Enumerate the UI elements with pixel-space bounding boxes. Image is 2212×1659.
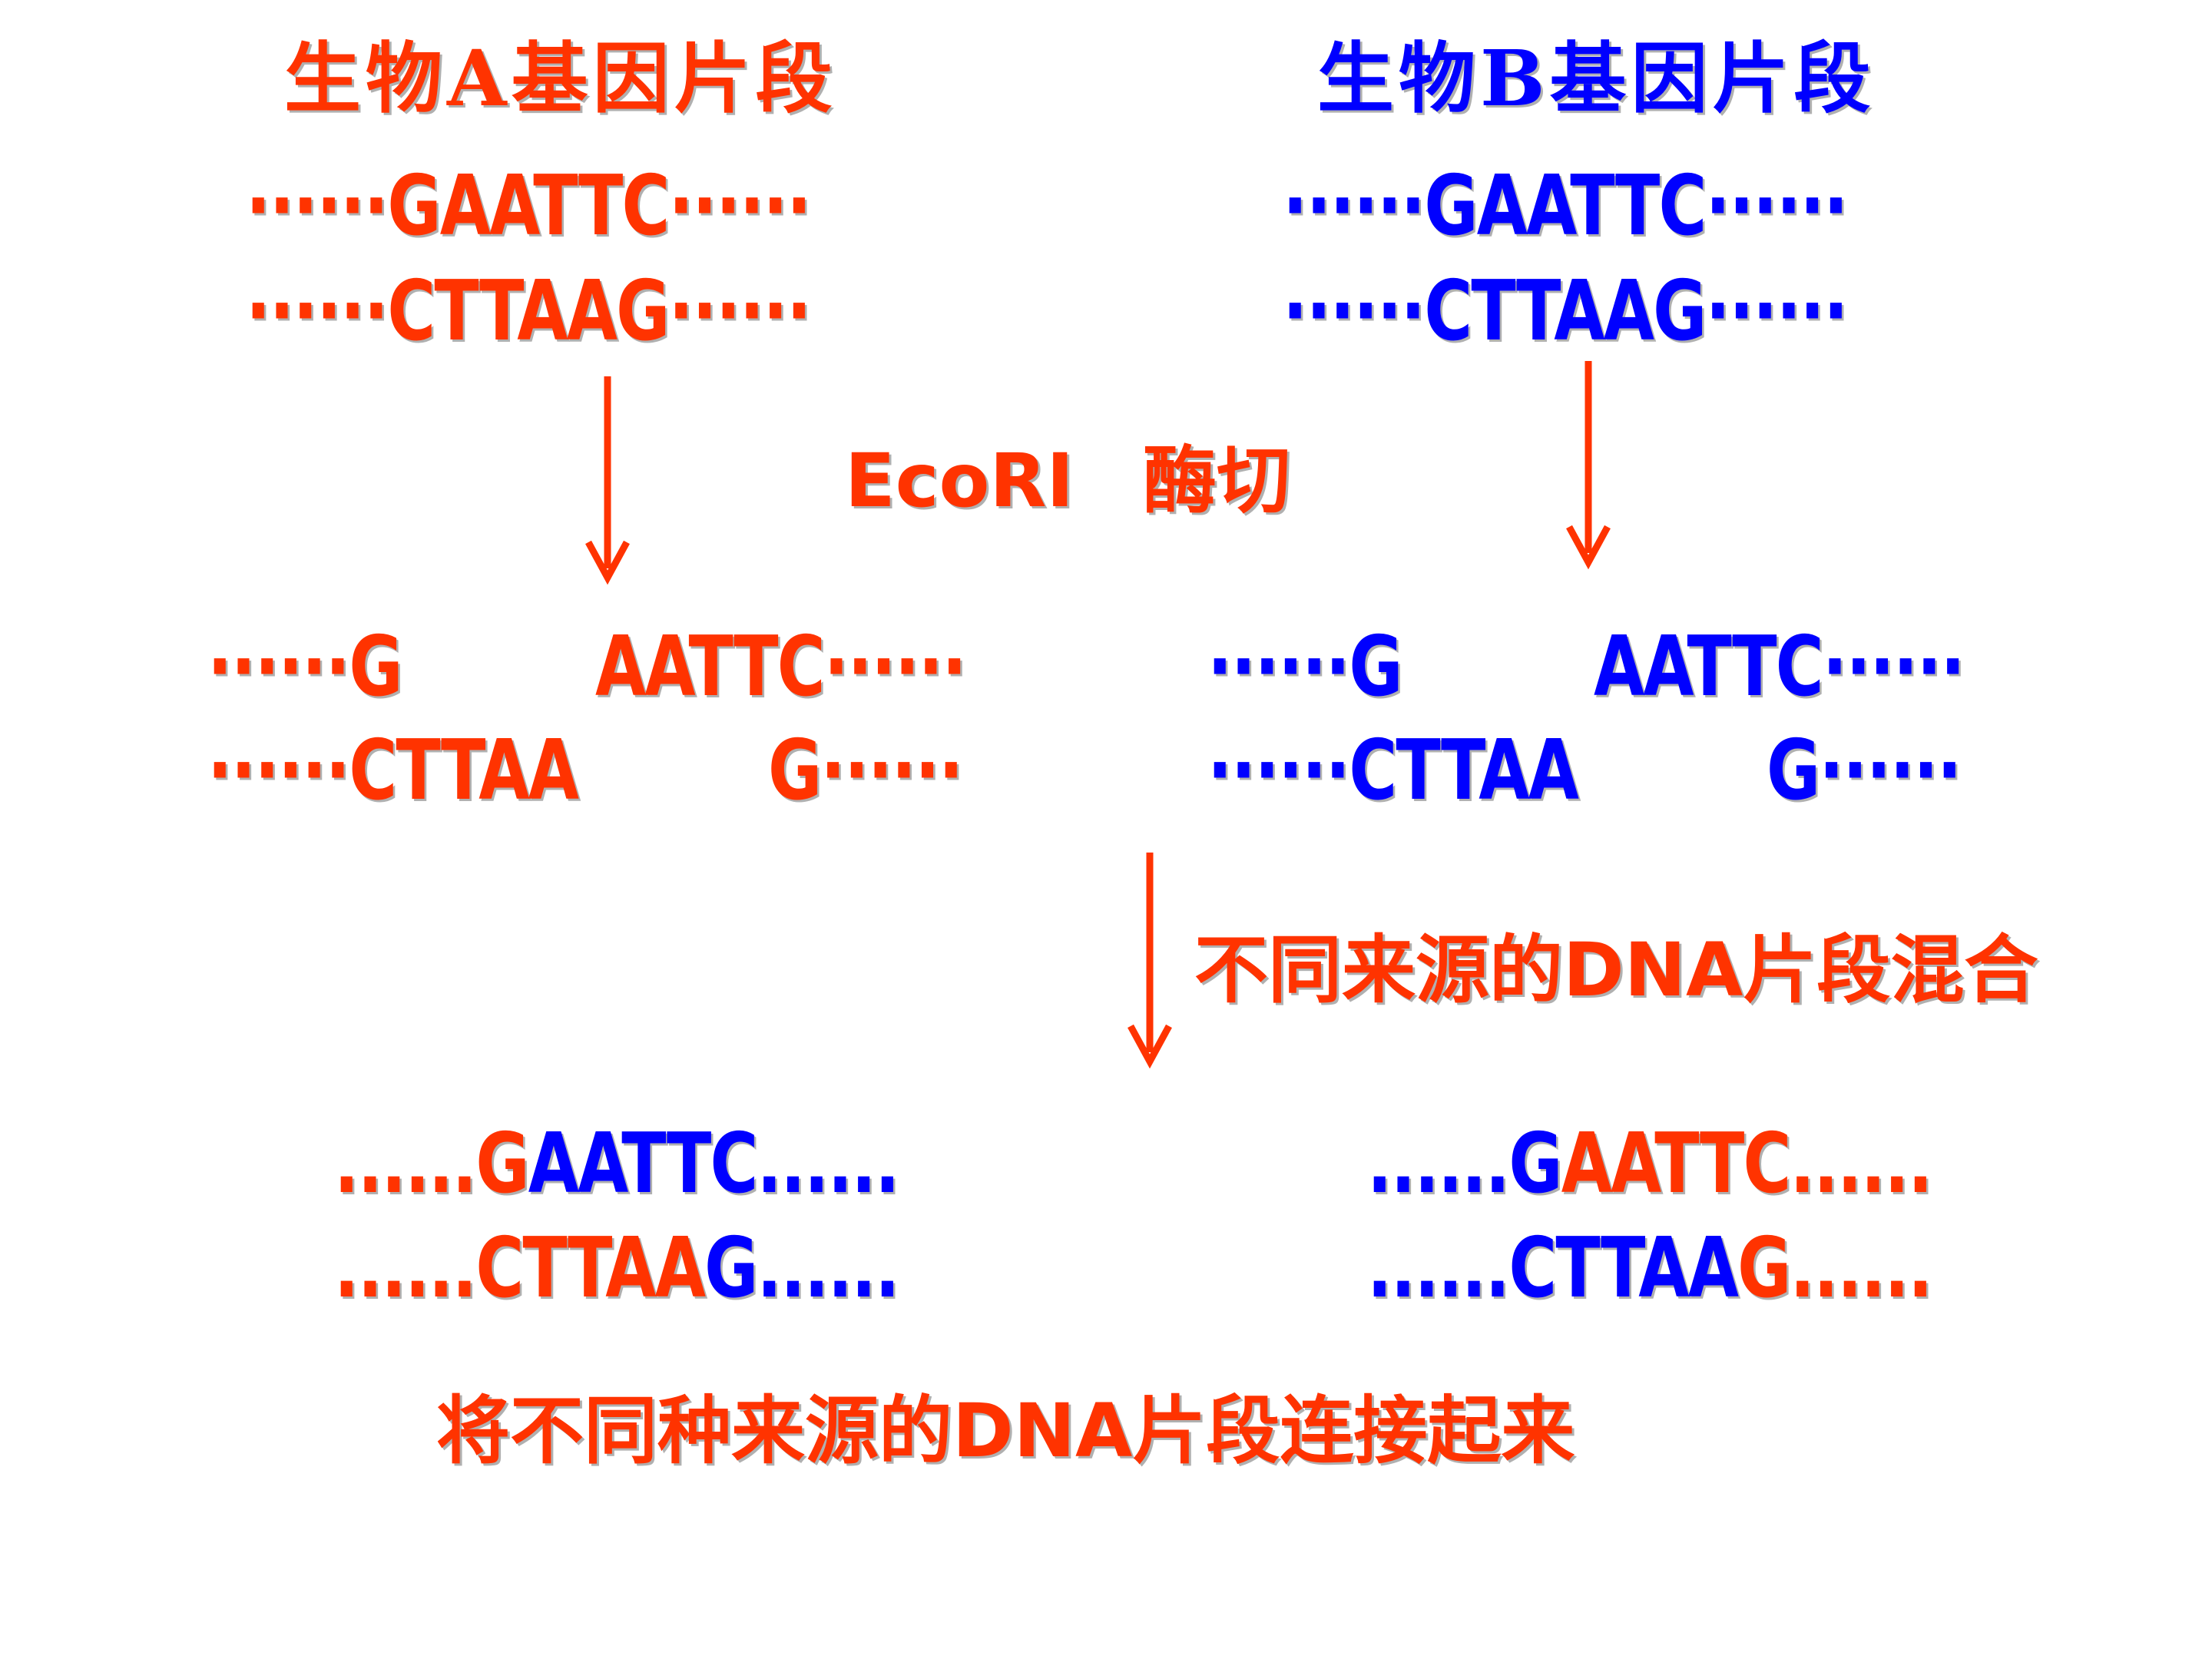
base-g: G — [475, 1116, 529, 1212]
recombinant-left-bottom-strand: ......CTTAAG...... — [334, 1227, 900, 1310]
mix-label-part1: 不同来源的 — [1194, 926, 1563, 1013]
strand-dots: ...... — [1790, 1116, 1933, 1212]
strand-dots: ······ — [1283, 158, 1426, 254]
recombinant-left-top-strand: ......GAATTC...... — [334, 1123, 900, 1206]
strand-dots: ······ — [668, 263, 812, 359]
organism-b-cut-bottom-left: ······CTTAA — [1207, 723, 1579, 819]
strand-dots: ...... — [1367, 1116, 1510, 1212]
bases-aattc: AATTC — [1561, 1116, 1792, 1212]
recognition-site: CTTAAG — [387, 263, 670, 359]
bases-cttaa: CTTAA — [1508, 1220, 1739, 1316]
strand-dots: ······ — [668, 158, 812, 254]
organism-a-top-strand: ······GAATTC······ — [246, 165, 812, 248]
enzyme-name: EcoRⅠ — [845, 438, 1075, 524]
strand-dots: ······ — [1283, 263, 1426, 359]
bases-cttaa: CTTAA — [475, 1220, 706, 1316]
organism-b-cut-bottom-right: G······ — [1767, 723, 1962, 819]
strand-dots: ...... — [334, 1116, 477, 1212]
enzyme-action: 酶切 — [1143, 437, 1291, 524]
strand-dots: ······ — [246, 263, 389, 359]
mix-label-dna: DNA — [1563, 927, 1743, 1013]
organism-a-cut-top-right: AATTC······ — [595, 619, 967, 715]
mix-label: 不同来源的DNA片段混合 — [1194, 933, 2038, 1008]
recombinant-right-top-strand: ......GAATTC...... — [1367, 1123, 1933, 1206]
arrow-a-cut — [585, 376, 630, 585]
bases-aattc: AATTC — [528, 1116, 759, 1212]
organism-a-cut-bottom-left: ······CTTAA — [207, 723, 579, 819]
strand-dots: ...... — [1790, 1220, 1933, 1316]
recombinant-right-bottom-strand: ......CTTAAG...... — [1367, 1227, 1933, 1310]
organism-b-cut-top-left: ······G — [1207, 619, 1403, 715]
base-g: G — [1737, 1220, 1791, 1316]
strand-dots: ...... — [757, 1116, 900, 1212]
organism-b-title: 生物B基因片段 — [1317, 33, 1876, 124]
recognition-site: GAATTC — [1424, 158, 1707, 254]
organism-b-bottom-strand: ······CTTAAG······ — [1283, 270, 1849, 353]
strand-dots: ...... — [757, 1220, 900, 1316]
strand-dots: ...... — [334, 1220, 477, 1316]
conclusion-part1: 将不同种来源的 — [436, 1387, 952, 1474]
organism-a-cut-bottom-right: G······ — [768, 723, 964, 819]
organism-b-top-strand: ······GAATTC······ — [1283, 165, 1849, 248]
strand-dots: ...... — [1367, 1220, 1510, 1316]
organism-a-cut-top-left: ······G — [207, 619, 403, 715]
strand-dots: ······ — [246, 158, 389, 254]
conclusion-part2: 片段连接起来 — [1132, 1387, 1575, 1474]
strand-dots: ······ — [1705, 158, 1849, 254]
recognition-site: CTTAAG — [1424, 263, 1707, 359]
organism-b-cut-top-right: AATTC······ — [1594, 619, 1965, 715]
base-g: G — [704, 1220, 758, 1316]
mix-label-part2: 片段混合 — [1743, 926, 2038, 1013]
conclusion-label: 将不同种来源的DNA片段连接起来 — [436, 1394, 1575, 1469]
recognition-site: GAATTC — [387, 158, 670, 254]
arrow-mix — [1128, 853, 1172, 1069]
organism-a-bottom-strand: ······CTTAAG······ — [246, 270, 812, 353]
organism-a-title: 生物A基因片段 — [284, 33, 837, 124]
base-g: G — [1508, 1116, 1562, 1212]
arrow-b-cut — [1566, 361, 1611, 570]
conclusion-dna: DNA — [952, 1388, 1133, 1474]
strand-dots: ······ — [1705, 263, 1849, 359]
